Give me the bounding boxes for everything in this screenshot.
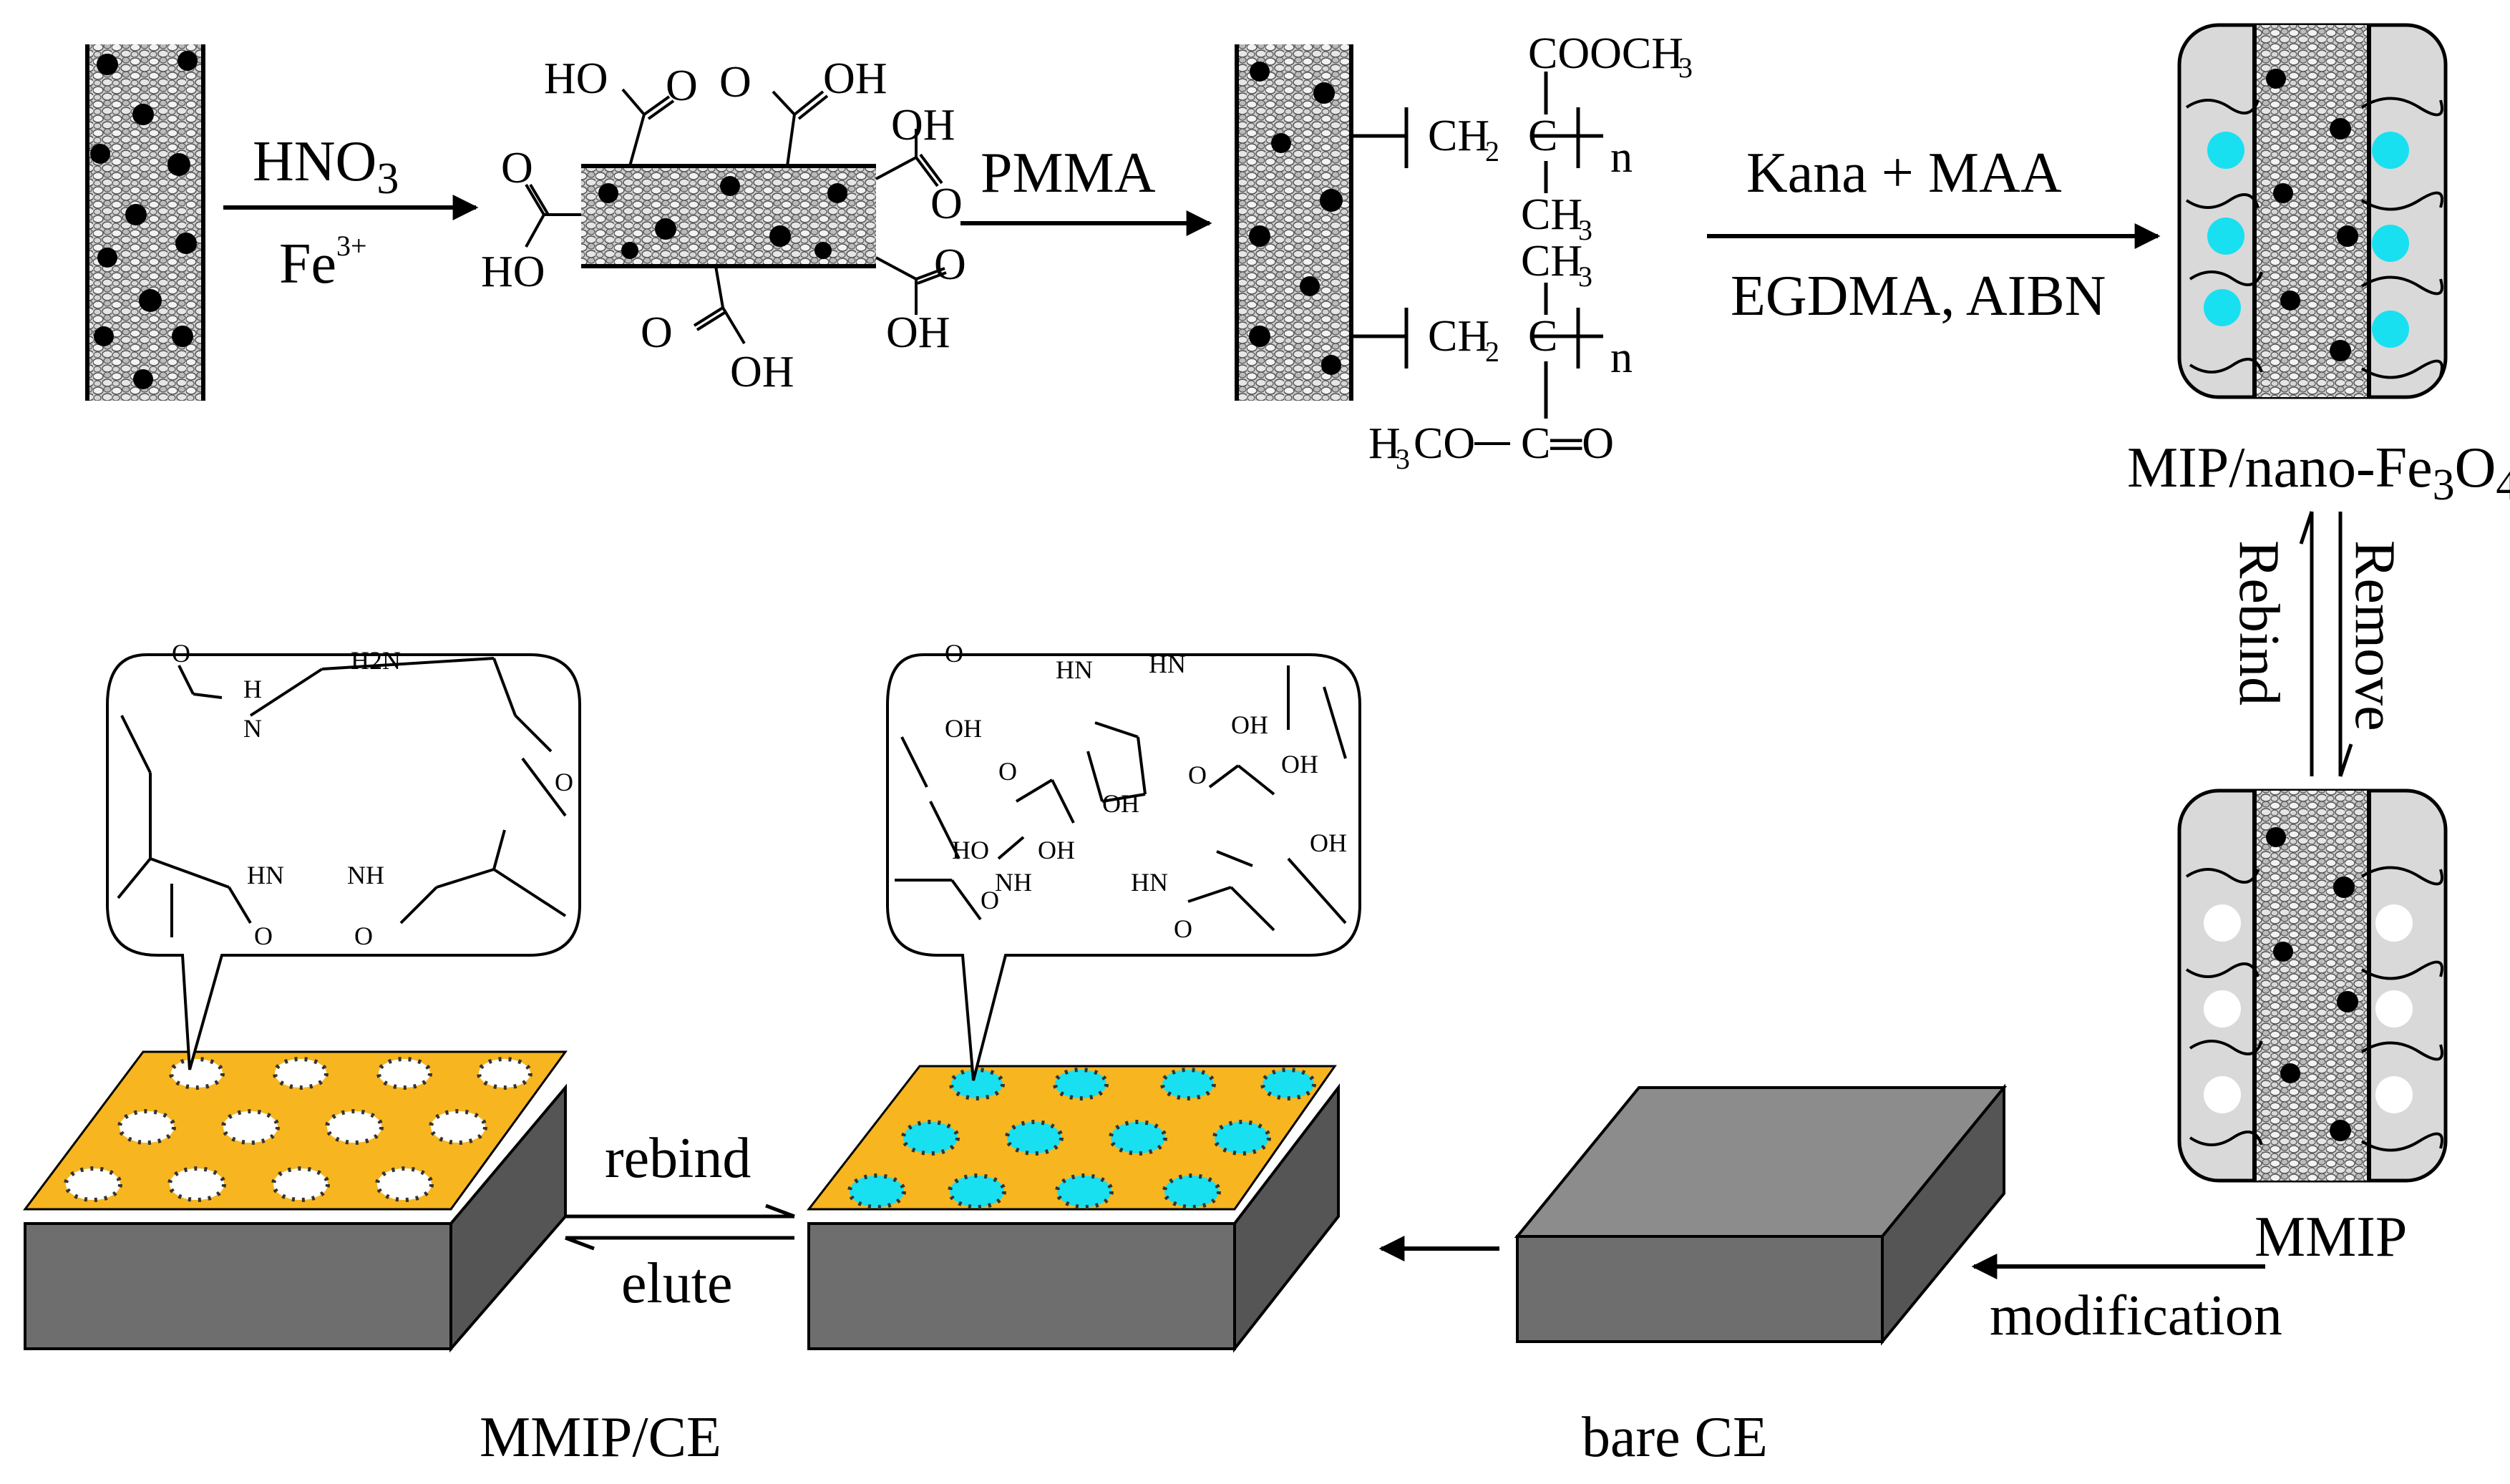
svg-text:OH: OH — [823, 54, 887, 103]
svg-text:HO: HO — [544, 54, 608, 103]
svg-text:O: O — [945, 639, 963, 668]
svg-text:O: O — [354, 922, 373, 950]
label-hno3: HNO3 — [253, 130, 399, 203]
svg-text:O: O — [719, 58, 751, 107]
mip-nano-fe3o4-particle — [2177, 23, 2448, 399]
electrode-mmip-ce — [23, 1050, 568, 1353]
svg-text:H: H — [1368, 419, 1401, 468]
svg-text:O: O — [998, 757, 1017, 786]
label-rebind-horizontal: rebind — [605, 1127, 751, 1190]
arrow-imprinting: Kana + MAA EGDMA, AIBN — [1707, 142, 2161, 328]
svg-text:O: O — [641, 308, 673, 357]
arrow-rebind-elute: rebind elute — [565, 1127, 795, 1315]
svg-text:O: O — [934, 240, 966, 289]
svg-text:3: 3 — [1578, 260, 1592, 293]
label-remove-vertical: Remove — [2343, 540, 2406, 731]
svg-text:CO: CO — [1414, 419, 1475, 468]
svg-text:OH: OH — [730, 348, 794, 396]
mmip-particle — [2177, 789, 2448, 1183]
svg-text:OH: OH — [886, 308, 950, 357]
svg-text:HO: HO — [952, 836, 989, 864]
svg-text:OH: OH — [1310, 829, 1347, 857]
svg-text:NH: NH — [347, 861, 384, 889]
svg-text:OH: OH — [945, 714, 982, 743]
zoom-bubble-empty-cavity: O HN H2N O HN NH O O — [106, 639, 581, 1070]
svg-text:O: O — [981, 886, 999, 914]
label-mmip-ce: MMIP/CE — [480, 1406, 721, 1469]
svg-text:COOCH: COOCH — [1528, 29, 1683, 78]
arrow-oxidation: HNO3 Fe3+ — [223, 130, 479, 296]
arrow-modification: modification — [1971, 1254, 2282, 1347]
svg-text:CH: CH — [1521, 237, 1582, 285]
svg-text:3: 3 — [1578, 214, 1592, 246]
svg-text:n: n — [1610, 333, 1633, 382]
svg-text:OH: OH — [1102, 789, 1139, 818]
svg-text:OH: OH — [1281, 750, 1318, 778]
svg-text:3: 3 — [1678, 52, 1693, 84]
svg-text:2: 2 — [1485, 336, 1499, 368]
svg-text:H: H — [243, 675, 262, 703]
svg-text:n: n — [1610, 133, 1633, 182]
label-fe: Fe3+ — [279, 230, 367, 296]
label-modification: modification — [1990, 1284, 2282, 1347]
electrode-rebound — [806, 1065, 1340, 1353]
svg-text:O: O — [555, 768, 573, 796]
svg-text:O: O — [666, 62, 698, 110]
label-kana-maa: Kana + MAA — [1746, 142, 2062, 205]
label-elute: elute — [621, 1252, 732, 1315]
svg-text:NH: NH — [995, 868, 1032, 897]
svg-text:HN: HN — [1149, 650, 1186, 678]
label-rebind-vertical: Rebind — [2227, 540, 2290, 706]
svg-text:OH: OH — [891, 101, 955, 150]
svg-text:O: O — [501, 144, 533, 192]
label-pmma: PMMA — [981, 142, 1156, 205]
label-egdma-aibn: EGDMA, AIBN — [1731, 265, 2106, 328]
svg-text:3: 3 — [1396, 443, 1410, 475]
svg-text:HO: HO — [481, 248, 545, 296]
svg-text:C: C — [1528, 312, 1557, 361]
label-bare-ce: bare CE — [1582, 1406, 1768, 1469]
svg-text:H2N: H2N — [351, 646, 401, 675]
svg-text:N: N — [243, 714, 262, 743]
svg-text:OH: OH — [1038, 836, 1075, 864]
svg-text:O: O — [930, 180, 963, 228]
label-mmip: MMIP — [2254, 1206, 2407, 1269]
zoom-bubble-rebound: HN HN OH OH OH OH HO OH NH HN OH O O O O O — [886, 639, 1361, 1081]
svg-text:O: O — [1174, 914, 1192, 943]
cnt-tube-pristine — [85, 44, 205, 401]
svg-text:O: O — [1188, 761, 1207, 789]
svg-text:CH: CH — [1521, 190, 1582, 239]
label-mip-nano-fe3o4: MIP/nano-Fe3O4 — [2127, 436, 2510, 509]
svg-text:2: 2 — [1485, 135, 1499, 167]
bare-ce-electrode — [1514, 1083, 2008, 1346]
svg-text:C: C — [1528, 112, 1557, 160]
svg-text:OH: OH — [1231, 711, 1268, 739]
svg-text:O: O — [254, 922, 273, 950]
svg-text:HN: HN — [1131, 868, 1168, 897]
svg-text:O: O — [172, 639, 190, 668]
svg-text:HN: HN — [1056, 655, 1093, 684]
arrow-pmma: PMMA — [960, 142, 1212, 236]
svg-text:CH: CH — [1428, 312, 1489, 361]
svg-text:CH: CH — [1428, 112, 1489, 160]
svg-text:HN: HN — [247, 861, 284, 889]
arrow-rebind-remove: Rebind Remove — [2227, 511, 2406, 777]
svg-text:C═O: C═O — [1521, 419, 1614, 468]
